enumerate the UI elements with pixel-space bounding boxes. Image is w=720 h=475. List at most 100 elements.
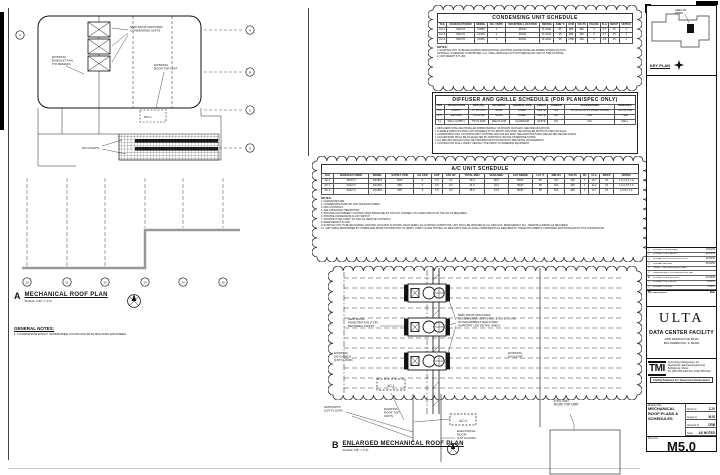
sheet-info-block: Drawing Title MECHANICAL ROOF PLANS & SC…	[647, 404, 716, 452]
column-grid-dashes	[26, 178, 224, 266]
table-cell: 58	[532, 178, 549, 185]
table-cell: 1	[619, 27, 633, 34]
column-header: PH	[579, 172, 590, 180]
table-cell: SANYO	[446, 32, 475, 39]
field-value: CJV	[708, 406, 715, 411]
column-header: MOCP	[598, 172, 615, 180]
table-cell: 1/3	[441, 183, 460, 190]
north-arrow-plan-a	[127, 294, 141, 308]
facility-name: DATA CENTER FACILITY	[649, 330, 714, 336]
facility-address-2: BOLINGBROOK, IL 60440	[663, 340, 700, 345]
table-cell: 0.5	[430, 188, 443, 195]
ac4-tag: AC-4	[459, 419, 466, 423]
table-cell: 1,2,3,4,5,7,9	[613, 183, 639, 190]
north-arrow-plan-b	[447, 443, 459, 455]
table-cell: N/A	[563, 118, 616, 126]
ac4-dashed-box	[449, 413, 477, 426]
plan-b-scale: SCALE: 1/8" = 1'-0"	[342, 448, 369, 452]
table-cell: 3	[587, 37, 601, 44]
rev-desc: ISSUED FOR PRICING	[653, 276, 679, 279]
table-cell: 80/67	[507, 178, 534, 185]
diffuser-notes: 1. DIFFUSERS SHALL BE INSTALLED APPROXIM…	[435, 127, 636, 145]
table-cell: 460	[564, 183, 581, 190]
table-cell: R-410A	[539, 32, 555, 39]
grid-bubbles-right	[245, 25, 255, 153]
svg-text:1: 1	[19, 33, 21, 37]
column-header: NO. UNITS	[487, 21, 506, 29]
table-cell: 380	[566, 32, 577, 39]
lower-roof-step-line	[22, 228, 240, 270]
column-header: FLA	[588, 172, 600, 180]
table-cell: 24.0	[458, 183, 486, 190]
table-cell: 58	[532, 188, 549, 195]
table-cell: 95	[553, 32, 568, 39]
table-cell: 80/67	[507, 183, 534, 190]
facility-address-1: 1000 REMINGTON BLVD	[664, 337, 699, 341]
rev-date: 10/30/06	[705, 248, 715, 251]
field-value: MJS	[708, 414, 715, 419]
rev-mark: △	[648, 252, 650, 256]
column-header: AMB °F	[553, 21, 568, 29]
column-header: MIN OA	[547, 172, 566, 180]
table-cell: 20	[598, 178, 615, 185]
engineer-block: TMI Technology Management, Inc.Mechanica…	[647, 359, 716, 404]
svg-text:25: 25	[221, 280, 225, 284]
rev-desc: OWNER REVIEW	[653, 262, 673, 265]
table-cell: 19.0	[484, 183, 509, 190]
grid-bubble-labels-bottom: 20 21 22 23 24 25	[25, 280, 225, 284]
svg-text:D: D	[249, 146, 252, 150]
list-item: 2. CONDENSATE PUMP (BY UNIT MANUFACTURER…	[321, 203, 381, 207]
column-header: FLA	[599, 21, 609, 29]
revision-cloud-border	[312, 156, 648, 262]
table-cell: 2,3,5,6,7,9	[613, 188, 639, 195]
field-label: Checked by	[687, 424, 700, 427]
table-cell: 1200	[385, 178, 414, 185]
column-header: SENS MBH	[484, 172, 509, 180]
rev-date: 1/16/07	[707, 280, 715, 284]
plan-b-title: B ENLARGED MECHANICAL ROOF PLAN SCALE: 1…	[332, 441, 464, 453]
list-item: 10. UNIT SIZING PERFORMED BY OTHERS AND …	[321, 227, 605, 231]
table-cell: KS2462	[368, 183, 387, 190]
list-item: 9. EXISTING UNIT TO BE RELOCATED. EXISTI…	[321, 224, 569, 228]
revision-footer: No. Description Date	[647, 290, 716, 296]
svg-text:A: A	[249, 28, 251, 32]
plan-a-label-skylights: SKYLIGHTS	[82, 146, 99, 150]
table-cell: 1	[579, 183, 590, 190]
rev-desc: ISSUED FOR REVIEW	[653, 248, 678, 251]
table-cell: 1	[619, 32, 633, 39]
list-item: 7. PROVIDE 'HARD START' KIT AND ALL REMO…	[321, 218, 392, 222]
list-item: Ph: (630) 555-0100 Fax: (630) 555-0101	[667, 370, 711, 373]
field-label: Design by	[687, 416, 698, 419]
column-header: MANUFACTURER	[446, 21, 475, 29]
table-cell: 460	[575, 32, 589, 39]
scan-mark-left	[0, 12, 4, 130]
table-cell: SANYO	[446, 37, 475, 44]
field-label: Drawn by	[687, 408, 697, 411]
table-cell: 600	[385, 188, 414, 195]
table-cell: 0	[412, 188, 432, 195]
rev-date: 01/30/06	[705, 275, 715, 279]
svg-text:20: 20	[25, 280, 29, 284]
table-cell: 15.7	[588, 178, 600, 185]
column-header: TAG	[436, 21, 448, 29]
table-cell: 95	[553, 27, 568, 34]
